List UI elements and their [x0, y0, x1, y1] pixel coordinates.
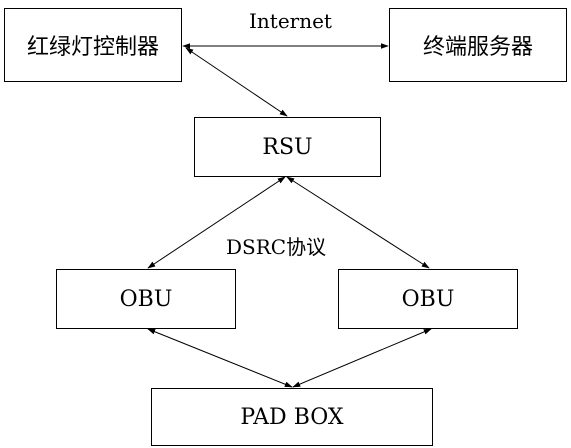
node-pad-box-label: PAD BOX [240, 404, 344, 430]
edge-label-dsrc-protocol: DSRC协议 [226, 235, 327, 259]
edge-rsu-obu-right [286, 176, 430, 269]
node-rsu-label: RSU [262, 134, 313, 160]
node-terminal-server-label: 终端服务器 [422, 35, 533, 60]
node-traffic-light-controller: 红绿灯控制器 [4, 8, 182, 82]
node-obu-right-label: OBU [401, 286, 455, 312]
node-traffic-light-controller-label: 红绿灯控制器 [26, 35, 159, 60]
node-obu-right: OBU [338, 269, 518, 329]
node-terminal-server: 终端服务器 [389, 8, 567, 82]
edge-obu-right-padbox [292, 328, 432, 388]
edge-controller-rsu [185, 47, 288, 117]
node-pad-box: PAD BOX [151, 388, 433, 446]
edge-label-internet: Internet [249, 9, 332, 33]
edge-rsu-obu-left [147, 176, 286, 269]
edge-obu-left-padbox [147, 328, 293, 388]
node-rsu: RSU [194, 117, 381, 177]
node-obu-left-label: OBU [119, 286, 173, 312]
node-obu-left: OBU [56, 269, 236, 329]
